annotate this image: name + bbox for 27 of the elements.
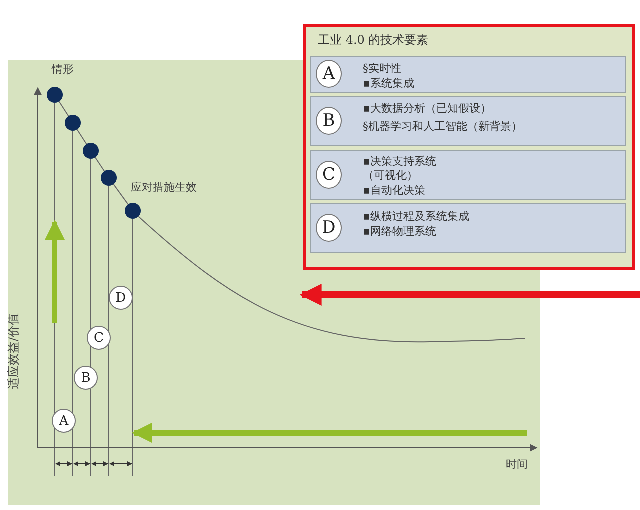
- trend-curve: [58, 101, 70, 117]
- trend-curve: [138, 216, 526, 342]
- letter-badge: D: [316, 214, 342, 242]
- requirement-row: [310, 96, 626, 146]
- requirement-row: [310, 56, 626, 93]
- bullet-text: ▪网络物理系统: [363, 224, 436, 239]
- panel-title: 工业 4.0 的技术要素: [318, 32, 429, 49]
- bullet-text: ▪决策支持系统（可视化）: [363, 155, 438, 183]
- bullet-text: ▪自动化决策: [363, 183, 426, 198]
- trend-curve: [94, 157, 106, 172]
- bullet-text: ▪大数据分析（已知假设）: [363, 101, 492, 116]
- bullet-text: ▪纵横过程及系统集成: [363, 209, 470, 224]
- bullet-text: ▪系统集成: [363, 76, 414, 91]
- trend-curve: [113, 184, 129, 206]
- letter-badge: B: [316, 107, 342, 135]
- trend-curve: [76, 129, 88, 145]
- requirements-panel: [303, 24, 635, 270]
- requirement-row: [310, 150, 626, 200]
- requirement-row: [310, 203, 626, 253]
- axis-label: 适应效益/价值: [6, 313, 22, 390]
- letter-badge: C: [316, 161, 342, 189]
- letter-badge: A: [316, 60, 342, 88]
- bullet-text: §实时性: [363, 61, 402, 76]
- annotation-text: 应对措施生效: [131, 180, 197, 195]
- axis-label: 情形: [52, 62, 74, 77]
- bullet-text: §机器学习和人工智能（新背景）: [363, 119, 522, 134]
- axis-label: 时间: [506, 457, 528, 472]
